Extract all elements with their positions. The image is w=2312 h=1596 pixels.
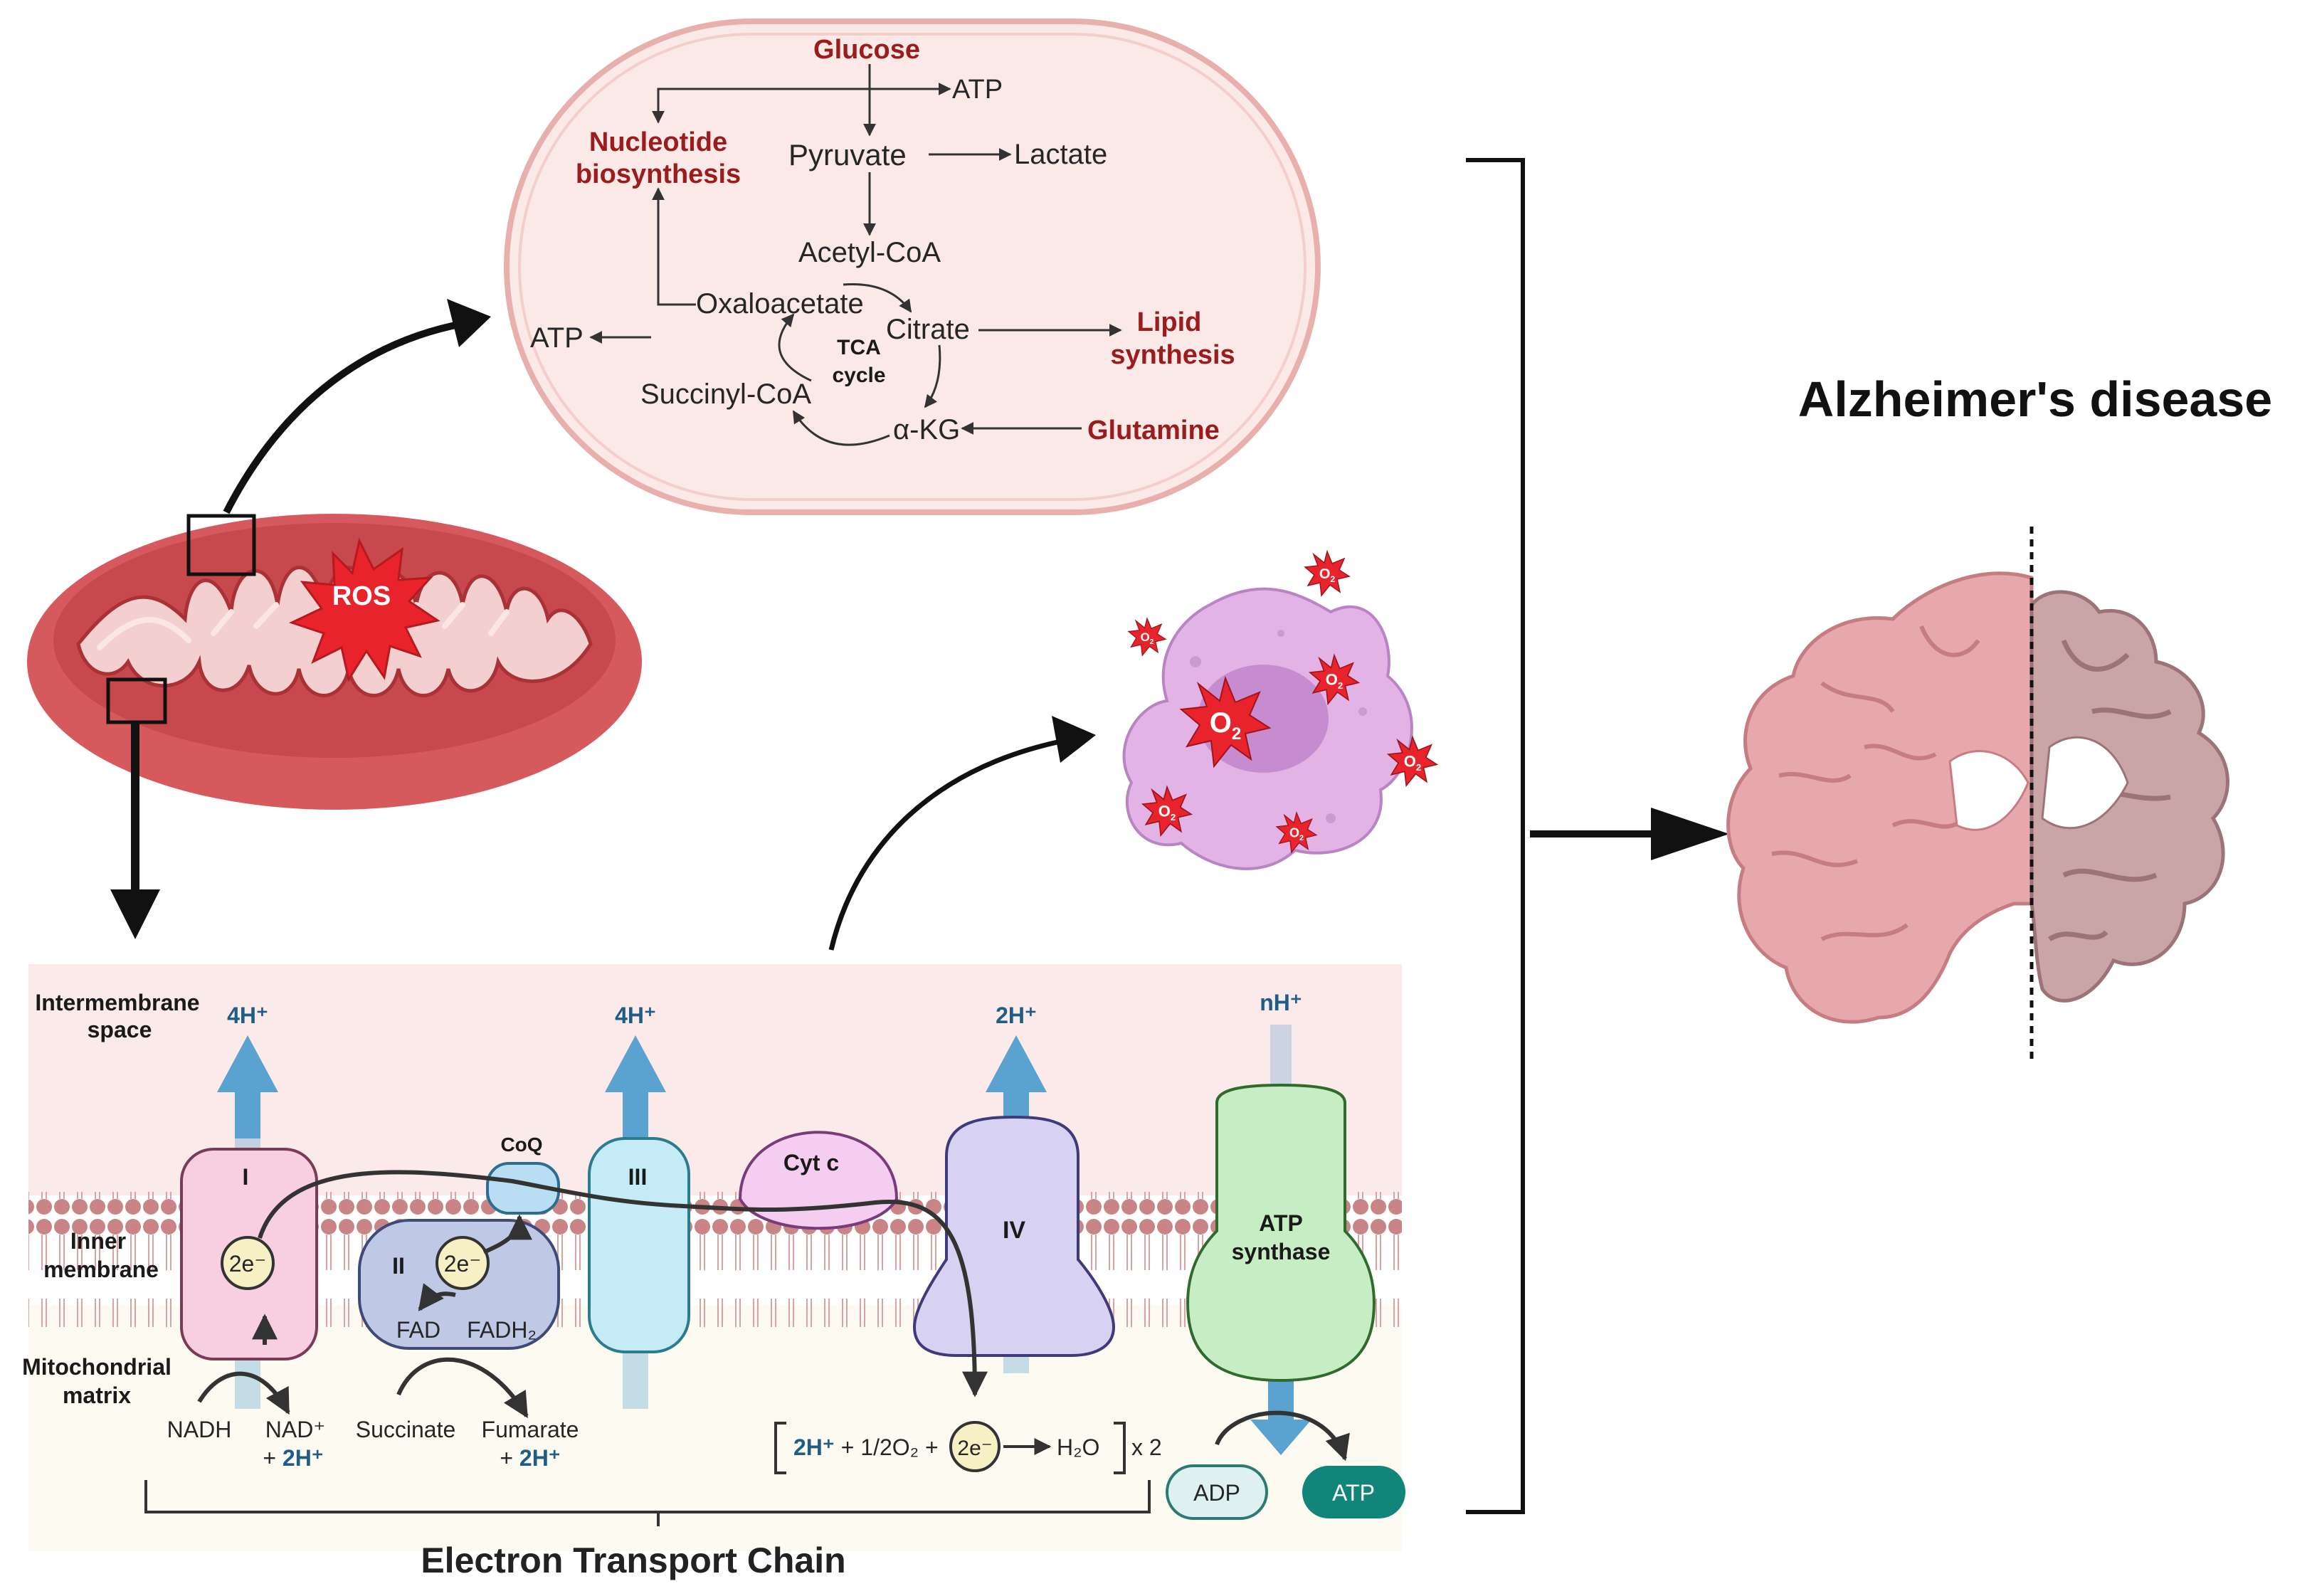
proton-label-complex-III: 4H⁺ <box>615 1003 656 1028</box>
water-equation: 2H⁺ + 1/2O₂ + 2e⁻ H₂O x 2 <box>774 1421 1162 1474</box>
glutamine-label: Glutamine <box>1087 416 1220 445</box>
electron-label-equation: 2e⁻ <box>957 1437 992 1460</box>
coq-label: CoQ <box>500 1133 542 1156</box>
inner-membrane-label-2: membrane <box>43 1257 159 1282</box>
superoxide-label: O2 <box>1326 671 1343 692</box>
svg-text:2H⁺ + 1/2O₂ +: 2H⁺ + 1/2O₂ + <box>793 1434 939 1460</box>
complex-IV: IV <box>912 1115 1116 1357</box>
proton-label-complex-I: 4H⁺ <box>227 1003 268 1028</box>
atp-synthase: ATP synthase <box>1186 1083 1376 1383</box>
etc-bracket <box>144 1480 1151 1513</box>
electron-label-complex-II: 2e⁻ <box>444 1251 481 1277</box>
ros-burst <box>288 537 440 682</box>
atp-synthase-label-1: ATP <box>1259 1210 1303 1236</box>
nucleotide-label-2: biosynthesis <box>576 159 741 189</box>
lactate-label: Lactate <box>1014 139 1107 170</box>
nad-label: NAD⁺ <box>265 1417 325 1442</box>
complex-IV-label: IV <box>1003 1217 1025 1244</box>
citrate-label: Citrate <box>886 314 970 345</box>
proton-label-complex-IV: 2H⁺ <box>996 1003 1037 1028</box>
atp-left-label: ATP <box>530 322 584 354</box>
acetyl-coa-label: Acetyl-CoA <box>798 237 941 268</box>
tca-label-1: TCA <box>837 336 881 359</box>
complex-II-label: II <box>392 1253 405 1279</box>
water-label: H₂O <box>1057 1434 1099 1460</box>
superoxide-label: O2 <box>1289 825 1304 842</box>
superoxide-star: O2 <box>1275 810 1318 854</box>
superoxide-label: O2 <box>1404 753 1421 773</box>
matrix-label-2: matrix <box>63 1383 131 1408</box>
ros-label: ROS <box>332 581 391 611</box>
grouping-bracket <box>1466 158 1525 1514</box>
inner-membrane-label-1: Inner <box>70 1228 126 1254</box>
zoom-box-top <box>186 514 256 576</box>
atp-badge: ATP <box>1302 1466 1405 1518</box>
superoxide-star: O2 <box>1141 785 1193 837</box>
nadh-label: NADH <box>167 1417 232 1442</box>
lipid-label-2: synthesis <box>1110 340 1235 370</box>
superoxide-radicals: O2 O2 O2 O2 O2 O2 O2 <box>1127 549 1439 854</box>
electron-transport-chain: Intermembrane space Inner membrane Mitoc… <box>22 964 1405 1580</box>
succinyl-coa-label: Succinyl-CoA <box>640 379 811 410</box>
fadh2-label: FADH₂ <box>467 1317 537 1343</box>
superoxide-star: O2 <box>1304 549 1351 597</box>
superoxide-label: O2 <box>1141 630 1154 646</box>
electron-carrier: 2e⁻ <box>436 1236 490 1290</box>
fad-label: FAD <box>396 1317 440 1343</box>
atp-synthase-label-2: synthase <box>1232 1239 1331 1264</box>
cytc-label: Cyt c <box>783 1150 839 1175</box>
superoxide-star: O2 <box>1179 675 1272 768</box>
brain-coronal-section <box>1726 527 2229 1060</box>
electron-path <box>197 1170 1350 1462</box>
complex-III: III <box>588 1137 690 1353</box>
connector-arrows <box>110 158 1729 1514</box>
intermembrane-label-2: space <box>88 1017 152 1042</box>
times-two-label: x 2 <box>1131 1434 1162 1460</box>
proton-label-atp-synthase: nH⁺ <box>1260 990 1302 1015</box>
mitochondrion: ROS <box>27 514 642 810</box>
disease-title: Alzheimer's disease <box>1798 371 2272 427</box>
pyruvate-label: Pyruvate <box>788 138 907 171</box>
superoxide-star: O2 <box>1308 653 1361 706</box>
superoxide-label: O2 <box>1158 803 1176 823</box>
complex-III-label: III <box>628 1164 648 1190</box>
electron-carrier: 2e⁻ <box>221 1236 275 1290</box>
adp-badge: ADP <box>1166 1464 1268 1520</box>
oxaloacetate-label: Oxaloacetate <box>696 288 864 319</box>
superoxide-star: O2 <box>1386 735 1439 788</box>
metabolism-cell: Glucose ATP Nucleotide biosynthesis Pyru… <box>504 19 1321 515</box>
complex-I-label: I <box>243 1164 249 1190</box>
lipid-label-1: Lipid <box>1137 307 1202 337</box>
brain-healthy-half <box>1726 571 2034 1024</box>
nad-protons: + 2H⁺ <box>263 1445 323 1471</box>
nucleotide-label-1: Nucleotide <box>589 127 727 157</box>
glucose-label: Glucose <box>813 35 920 65</box>
atp-label: ATP <box>1332 1480 1375 1506</box>
etc-label: Electron Transport Chain <box>421 1540 845 1580</box>
superoxide-star: O2 <box>1127 616 1167 657</box>
electron-label-complex-I: 2e⁻ <box>229 1251 266 1277</box>
fumarate-label: Fumarate <box>482 1417 579 1442</box>
superoxide-label: O2 <box>1210 707 1241 744</box>
succinate-label: Succinate <box>356 1417 456 1442</box>
atp-top-label: ATP <box>952 75 1003 105</box>
coenzyme-q: CoQ <box>486 1133 560 1215</box>
adp-label: ADP <box>1193 1480 1240 1506</box>
tca-label-2: cycle <box>832 364 885 387</box>
akg-label: α-KG <box>893 414 960 445</box>
matrix-label-1: Mitochondrial <box>22 1354 171 1380</box>
fumarate-protons: + 2H⁺ <box>500 1445 560 1471</box>
intermembrane-label-1: Intermembrane <box>35 990 199 1015</box>
superoxide-label: O2 <box>1319 566 1336 584</box>
cell-membrane <box>504 19 1321 515</box>
